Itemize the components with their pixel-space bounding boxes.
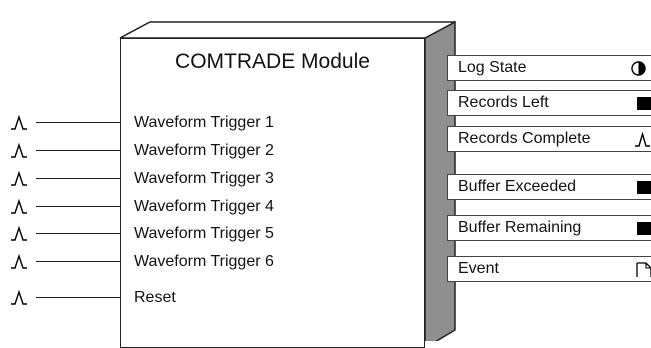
input-label: Waveform Trigger 1 <box>134 114 274 131</box>
input-label: Waveform Trigger 3 <box>134 170 274 187</box>
pulse-icon <box>11 290 27 305</box>
input-reset: Reset <box>0 288 330 308</box>
pulse-icon <box>11 171 27 186</box>
input-waveform-trigger-2: Waveform Trigger 2 <box>0 141 330 161</box>
input-waveform-trigger-4: Waveform Trigger 4 <box>0 197 330 217</box>
input-label: Waveform Trigger 5 <box>134 225 274 242</box>
pulse-icon <box>635 132 650 147</box>
output-event: Event <box>447 256 651 282</box>
output-records-left: Records Left <box>447 90 651 116</box>
input-waveform-trigger-1: Waveform Trigger 1 <box>0 113 330 133</box>
input-waveform-trigger-5: Waveform Trigger 5 <box>0 224 330 244</box>
output-label: Log State <box>458 59 527 76</box>
filled-square-icon <box>637 97 651 110</box>
input-connector-line <box>36 261 120 262</box>
filled-square-icon <box>637 181 651 194</box>
input-waveform-trigger-6: Waveform Trigger 6 <box>0 252 330 272</box>
input-label: Waveform Trigger 2 <box>134 142 274 159</box>
pulse-icon <box>11 199 27 214</box>
input-label: Waveform Trigger 4 <box>134 198 274 215</box>
input-connector-line <box>36 178 120 179</box>
input-label: Waveform Trigger 6 <box>134 253 274 270</box>
filled-square-icon <box>637 222 651 235</box>
pulse-icon <box>11 143 27 158</box>
input-connector-line <box>36 206 120 207</box>
half-circle-icon <box>631 61 646 76</box>
module-box-front-face <box>120 38 425 348</box>
output-log-state: Log State <box>447 55 651 81</box>
comtrade-module-diagram: COMTRADE Module Waveform Trigger 1 Wavef… <box>0 20 651 348</box>
input-label: Reset <box>134 289 176 306</box>
output-label: Records Complete <box>458 130 591 147</box>
input-connector-line <box>36 122 120 123</box>
input-connector-line <box>36 297 120 298</box>
input-connector-line <box>36 233 120 234</box>
pulse-icon <box>11 254 27 269</box>
output-label: Records Left <box>458 94 549 111</box>
output-label: Buffer Exceeded <box>458 178 577 195</box>
output-label: Buffer Remaining <box>458 219 582 236</box>
input-connector-line <box>36 150 120 151</box>
output-label: Event <box>458 260 499 277</box>
pulse-icon <box>11 115 27 130</box>
document-icon <box>636 262 651 277</box>
input-waveform-trigger-3: Waveform Trigger 3 <box>0 169 330 189</box>
module-title: COMTRADE Module <box>175 50 370 73</box>
pulse-icon <box>11 226 27 241</box>
output-buffer-exceeded: Buffer Exceeded <box>447 174 651 200</box>
output-buffer-remaining: Buffer Remaining <box>447 215 651 241</box>
output-records-complete: Records Complete <box>447 126 651 152</box>
